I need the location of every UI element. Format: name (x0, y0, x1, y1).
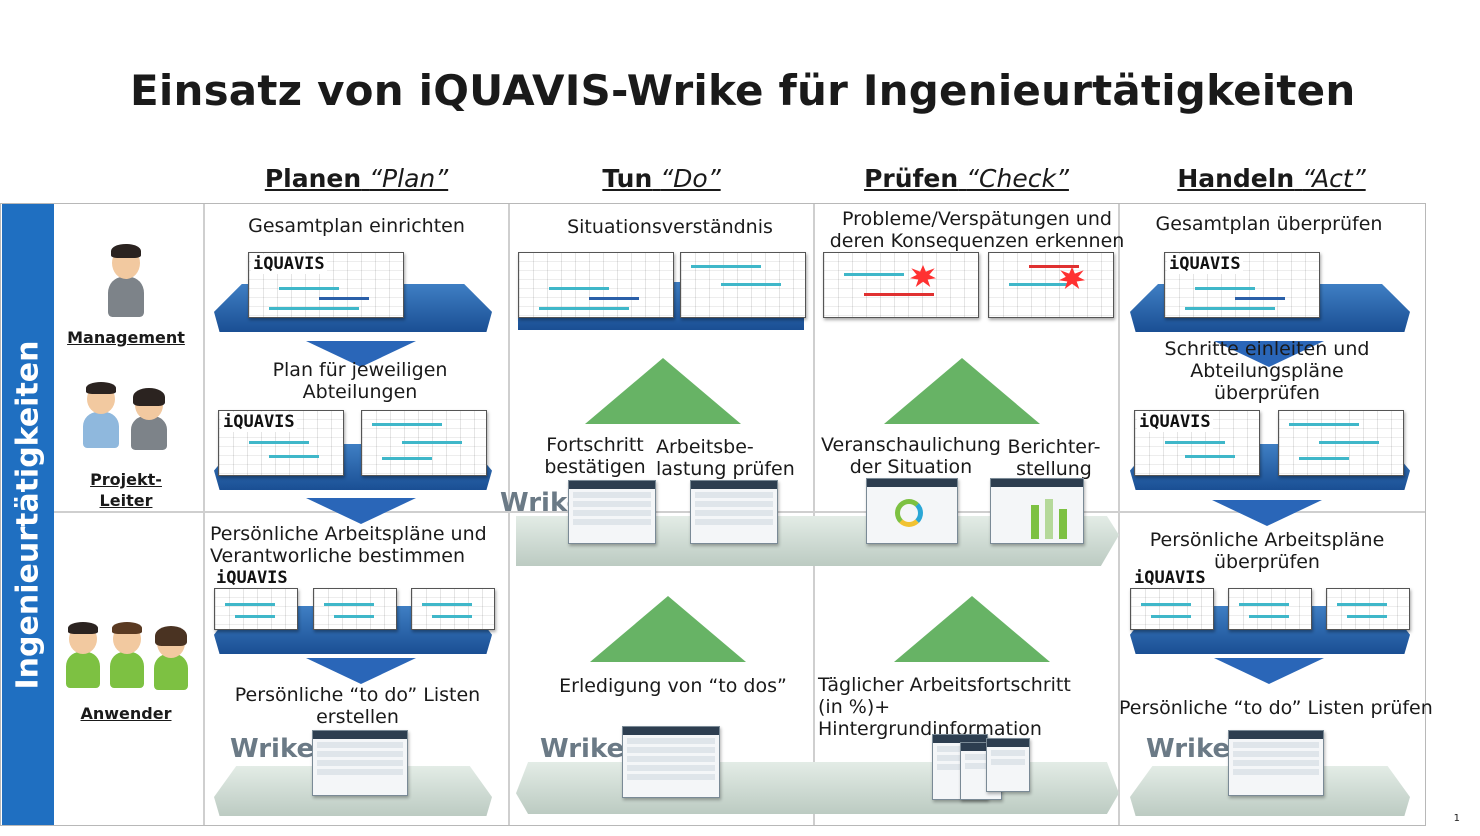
green-triangle-icon (894, 596, 1050, 662)
plan-top-label: Gesamtplan einrichten (248, 215, 465, 237)
act-bottom-label: Persönliche “to do” Listen prüfen (1119, 697, 1433, 719)
matrix-frame (0, 203, 1426, 826)
act-top-label: Gesamtplan überprüfen (1155, 213, 1383, 235)
do-arbeit-label: Arbeitsbe- lastung prüfen (656, 436, 795, 480)
leader-person-icon (80, 382, 122, 452)
wrike-tablet-screenshot (986, 738, 1030, 792)
act-low-label: Persönliche Arbeitspläne überprüfen (1149, 529, 1385, 573)
phase-bold: Handeln (1177, 164, 1295, 193)
gantt-screenshot (1130, 588, 1214, 630)
side-category-bar: Ingenieurtätigkeiten (2, 204, 54, 825)
phase-header-do: Tun “Do” (510, 164, 813, 193)
down-arrow-icon (1212, 500, 1322, 526)
wrike-logo: Wrike (230, 734, 315, 764)
gantt-screenshot (988, 252, 1114, 318)
check-top-label: Probleme/Verspätungen und deren Konseque… (829, 208, 1125, 252)
phase-bold: Planen (264, 164, 362, 193)
green-triangle-icon (590, 596, 746, 662)
gantt-screenshot (313, 588, 397, 630)
iquavis-logo: iQUAVIS (251, 254, 327, 274)
gantt-screenshot (1228, 588, 1312, 630)
phase-bold: Tun (602, 164, 653, 193)
down-arrow-icon (306, 658, 416, 684)
role-management: Management (67, 328, 185, 347)
check-vers-label: Veranschaulichung der Situation (821, 434, 1001, 478)
plan-low-label: Persönliche Arbeitspläne und Verantworli… (210, 523, 487, 567)
phase-header-act: Handeln “Act” (1120, 164, 1423, 193)
gantt-screenshot (361, 410, 487, 476)
wrike-screenshot (622, 726, 720, 798)
phase-italic: “Check” (966, 164, 1069, 193)
divider (813, 204, 815, 825)
wrike-report-screenshot (990, 478, 1084, 544)
iquavis-gantt-screenshot: iQUAVIS (248, 252, 404, 318)
green-triangle-icon (884, 358, 1040, 424)
role-anwender: Anwender (80, 704, 172, 723)
role-projekt-leiter: Projekt- Leiter (90, 470, 162, 510)
green-triangle-icon (585, 358, 741, 424)
phase-header-check: Prüfen “Check” (815, 164, 1118, 193)
gantt-screenshot (214, 588, 298, 630)
gantt-screenshot (823, 252, 979, 318)
wrike-screenshot (690, 480, 778, 544)
wrike-logo: Wrike (540, 734, 625, 764)
wrike-screenshot (312, 730, 408, 796)
down-arrow-icon (1214, 658, 1324, 684)
do-top-label: Situationsverständnis (567, 216, 773, 238)
do-fortschritt-label: Fortschritt bestätigen (544, 434, 646, 478)
wrike-dashboard-screenshot (866, 478, 958, 544)
check-ber-label: Berichter- stellung (1007, 436, 1101, 480)
page-number: 1 (1453, 813, 1460, 824)
gantt-screenshot (518, 252, 674, 318)
iquavis-logo: iQUAVIS (221, 412, 297, 432)
iquavis-logo: iQUAVIS (1132, 568, 1208, 588)
down-arrow-icon (306, 498, 416, 524)
gantt-screenshot (1326, 588, 1410, 630)
plan-bottom-label: Persönliche “to do” Listen erstellen (234, 684, 481, 728)
check-bottom-label: Täglicher Arbeitsfortschritt (in %)+ Hin… (818, 674, 1071, 740)
gantt-screenshot (411, 588, 495, 630)
side-label: Ingenieurtätigkeiten (10, 340, 46, 689)
wrike-screenshot (1228, 730, 1324, 796)
act-mid-label: Schritte einleiten und Abteilungspläne ü… (1164, 338, 1370, 404)
page-title: Einsatz von iQUAVIS-Wrike für Ingenieurt… (130, 66, 1356, 115)
do-bottom-label: Erledigung von “to dos” (559, 675, 787, 697)
gantt-screenshot (680, 252, 806, 318)
phase-italic: “Do” (660, 164, 721, 193)
wrike-screenshot (568, 480, 656, 544)
manager-person-icon (104, 243, 148, 321)
iquavis-gantt-screenshot: iQUAVIS (1134, 410, 1260, 476)
alert-burst-icon (910, 265, 936, 287)
user-person-icon (108, 622, 146, 692)
down-arrow-icon (1214, 341, 1324, 367)
plan-mid-label: Plan für jeweiligen Abteilungen (272, 359, 448, 403)
donut-chart-icon (895, 499, 923, 527)
iquavis-logo: iQUAVIS (214, 568, 290, 588)
phase-bold: Prüfen (864, 164, 959, 193)
iquavis-gantt-screenshot: iQUAVIS (218, 410, 344, 476)
leader-person-icon (128, 388, 170, 454)
divider (203, 204, 205, 825)
iquavis-logo: iQUAVIS (1167, 254, 1243, 274)
gantt-screenshot (1278, 410, 1404, 476)
wrike-logo: Wrike (1146, 734, 1231, 764)
divider (1118, 204, 1120, 825)
phase-italic: “Plan” (369, 164, 449, 193)
iquavis-logo: iQUAVIS (1137, 412, 1213, 432)
phase-header-plan: Planen “Plan” (205, 164, 508, 193)
iquavis-gantt-screenshot: iQUAVIS (1164, 252, 1320, 318)
phase-italic: “Act” (1302, 164, 1366, 193)
down-arrow-icon (306, 341, 416, 367)
user-person-icon (64, 622, 102, 692)
user-person-icon (152, 626, 190, 694)
divider (508, 204, 510, 825)
